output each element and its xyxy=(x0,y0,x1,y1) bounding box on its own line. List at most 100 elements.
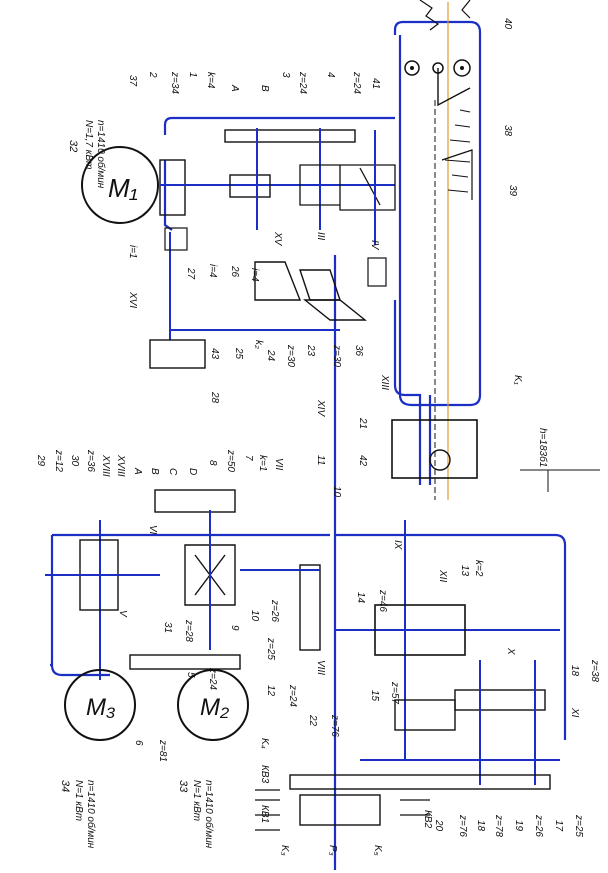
label-12: 12 xyxy=(265,685,276,697)
motor-m1-power: N=1,7 кВт xyxy=(83,120,94,169)
label-KB1: КВ1 xyxy=(259,805,270,823)
label-P3: P₃ xyxy=(327,845,338,856)
break-line-top xyxy=(419,0,471,31)
label-IX: IX xyxy=(392,540,403,550)
label-D: D xyxy=(187,468,198,475)
label-z76b: z=76 xyxy=(457,814,468,837)
label-10b: 10 xyxy=(331,486,342,498)
upper-housing xyxy=(163,116,395,231)
label-VII: VII xyxy=(273,458,284,470)
label-k2: k₂ xyxy=(253,340,264,349)
label-17: 17 xyxy=(553,820,564,832)
label-z78: z=78 xyxy=(493,814,504,837)
label-18a: 18 xyxy=(569,665,580,677)
label-z57: z=57 xyxy=(389,681,400,704)
bevel-24 xyxy=(303,299,367,321)
gear-block-ABCD xyxy=(154,489,236,513)
pulley-41-hub xyxy=(410,66,414,70)
bearing-27 xyxy=(164,227,188,251)
label-B: B xyxy=(259,85,270,92)
label-3: 3 xyxy=(280,72,291,78)
clutch-K5 xyxy=(299,794,381,826)
label-B2: B xyxy=(149,468,160,475)
label-K4: K₄ xyxy=(259,738,270,749)
limit-switches xyxy=(255,789,430,831)
label-A2: A xyxy=(132,467,143,475)
label-z30b: z=30 xyxy=(331,344,342,367)
label-29: 29 xyxy=(35,454,46,467)
motor-m3-label: M₃ xyxy=(86,694,116,721)
gear-12 xyxy=(299,564,321,651)
label-21: 21 xyxy=(357,417,368,429)
label-4: 4 xyxy=(325,72,336,78)
label-39: 39 xyxy=(507,185,518,197)
motor-m2-power: N=1 кВт xyxy=(191,780,202,821)
motor-m2-circle xyxy=(177,669,249,741)
label-z26b: z=26 xyxy=(533,814,544,837)
lever-38 xyxy=(437,68,471,107)
motor-m1-circle xyxy=(81,146,159,224)
label-z24b: z=24 xyxy=(351,71,362,94)
label-13: 13 xyxy=(459,565,470,577)
label-14: 14 xyxy=(355,592,366,604)
label-V: V xyxy=(117,610,128,618)
label-25: 25 xyxy=(233,347,244,360)
m1-coupling xyxy=(159,159,186,216)
worm-gear-25 xyxy=(254,261,302,301)
label-KB2: КВ2 xyxy=(422,810,433,829)
label-KB3: КВ3 xyxy=(259,765,270,784)
label-z28: z=28 xyxy=(183,619,194,642)
label-i4b: i=4 xyxy=(249,268,260,282)
label-K1: K₁ xyxy=(512,375,523,385)
label-z24c: z=24 xyxy=(207,667,218,690)
label-z50: z=50 xyxy=(225,449,236,472)
label-1: 1 xyxy=(187,72,198,78)
label-K3: K₃ xyxy=(279,845,290,856)
label-42: 42 xyxy=(357,455,368,467)
label-22: 22 xyxy=(307,714,318,727)
label-9: 9 xyxy=(229,625,240,631)
label-XV: XV xyxy=(272,231,283,247)
gear-15 xyxy=(394,699,456,731)
label-z38: z=38 xyxy=(589,659,600,682)
label-19: 19 xyxy=(513,820,524,832)
label-z76a: z=76 xyxy=(329,714,340,737)
label-XVIII-a: XVIII xyxy=(100,454,111,477)
label-37: 37 xyxy=(127,75,138,87)
label-VI: VI xyxy=(147,525,158,535)
label-z30a: z=30 xyxy=(285,344,296,367)
gear-5-6 xyxy=(129,654,241,670)
label-11: 11 xyxy=(315,455,326,465)
pulley-40 xyxy=(453,59,471,77)
label-2: 2 xyxy=(147,71,158,78)
label-XII: XII xyxy=(437,569,448,582)
label-24: 24 xyxy=(265,349,276,362)
clutch-IV xyxy=(367,257,387,287)
label-z24a: z=24 xyxy=(297,71,308,94)
label-15: 15 xyxy=(369,690,380,702)
gear-train-bottom xyxy=(289,774,551,790)
ball-42 xyxy=(429,449,451,471)
pulley-41 xyxy=(404,60,420,76)
motor-m2-label: M₂ xyxy=(200,694,229,721)
label-XVIII-b: XVIII xyxy=(115,454,126,477)
nut-21 xyxy=(391,419,478,479)
motor-m2-ref: 33 xyxy=(177,780,189,793)
worm-2 xyxy=(229,174,271,198)
label-z24d: z=24 xyxy=(287,684,298,707)
motor-m1-speed: n=1410 об/мин xyxy=(95,120,107,189)
label-XI: XI xyxy=(569,707,580,718)
motor-m3-speed: n=1410 об/мин xyxy=(85,780,97,849)
motor-m3-ref: 34 xyxy=(59,780,71,792)
label-31: 31 xyxy=(162,622,173,633)
label-XIII: XIII xyxy=(379,374,390,390)
label-z81: z=81 xyxy=(157,739,168,762)
label-i1: i=1 xyxy=(127,245,138,259)
lower-housing xyxy=(50,533,567,740)
guide-hatch-39 xyxy=(444,109,471,193)
gear-18 xyxy=(454,689,546,711)
label-41: 41 xyxy=(370,78,381,89)
label-z46: z=46 xyxy=(377,589,388,612)
